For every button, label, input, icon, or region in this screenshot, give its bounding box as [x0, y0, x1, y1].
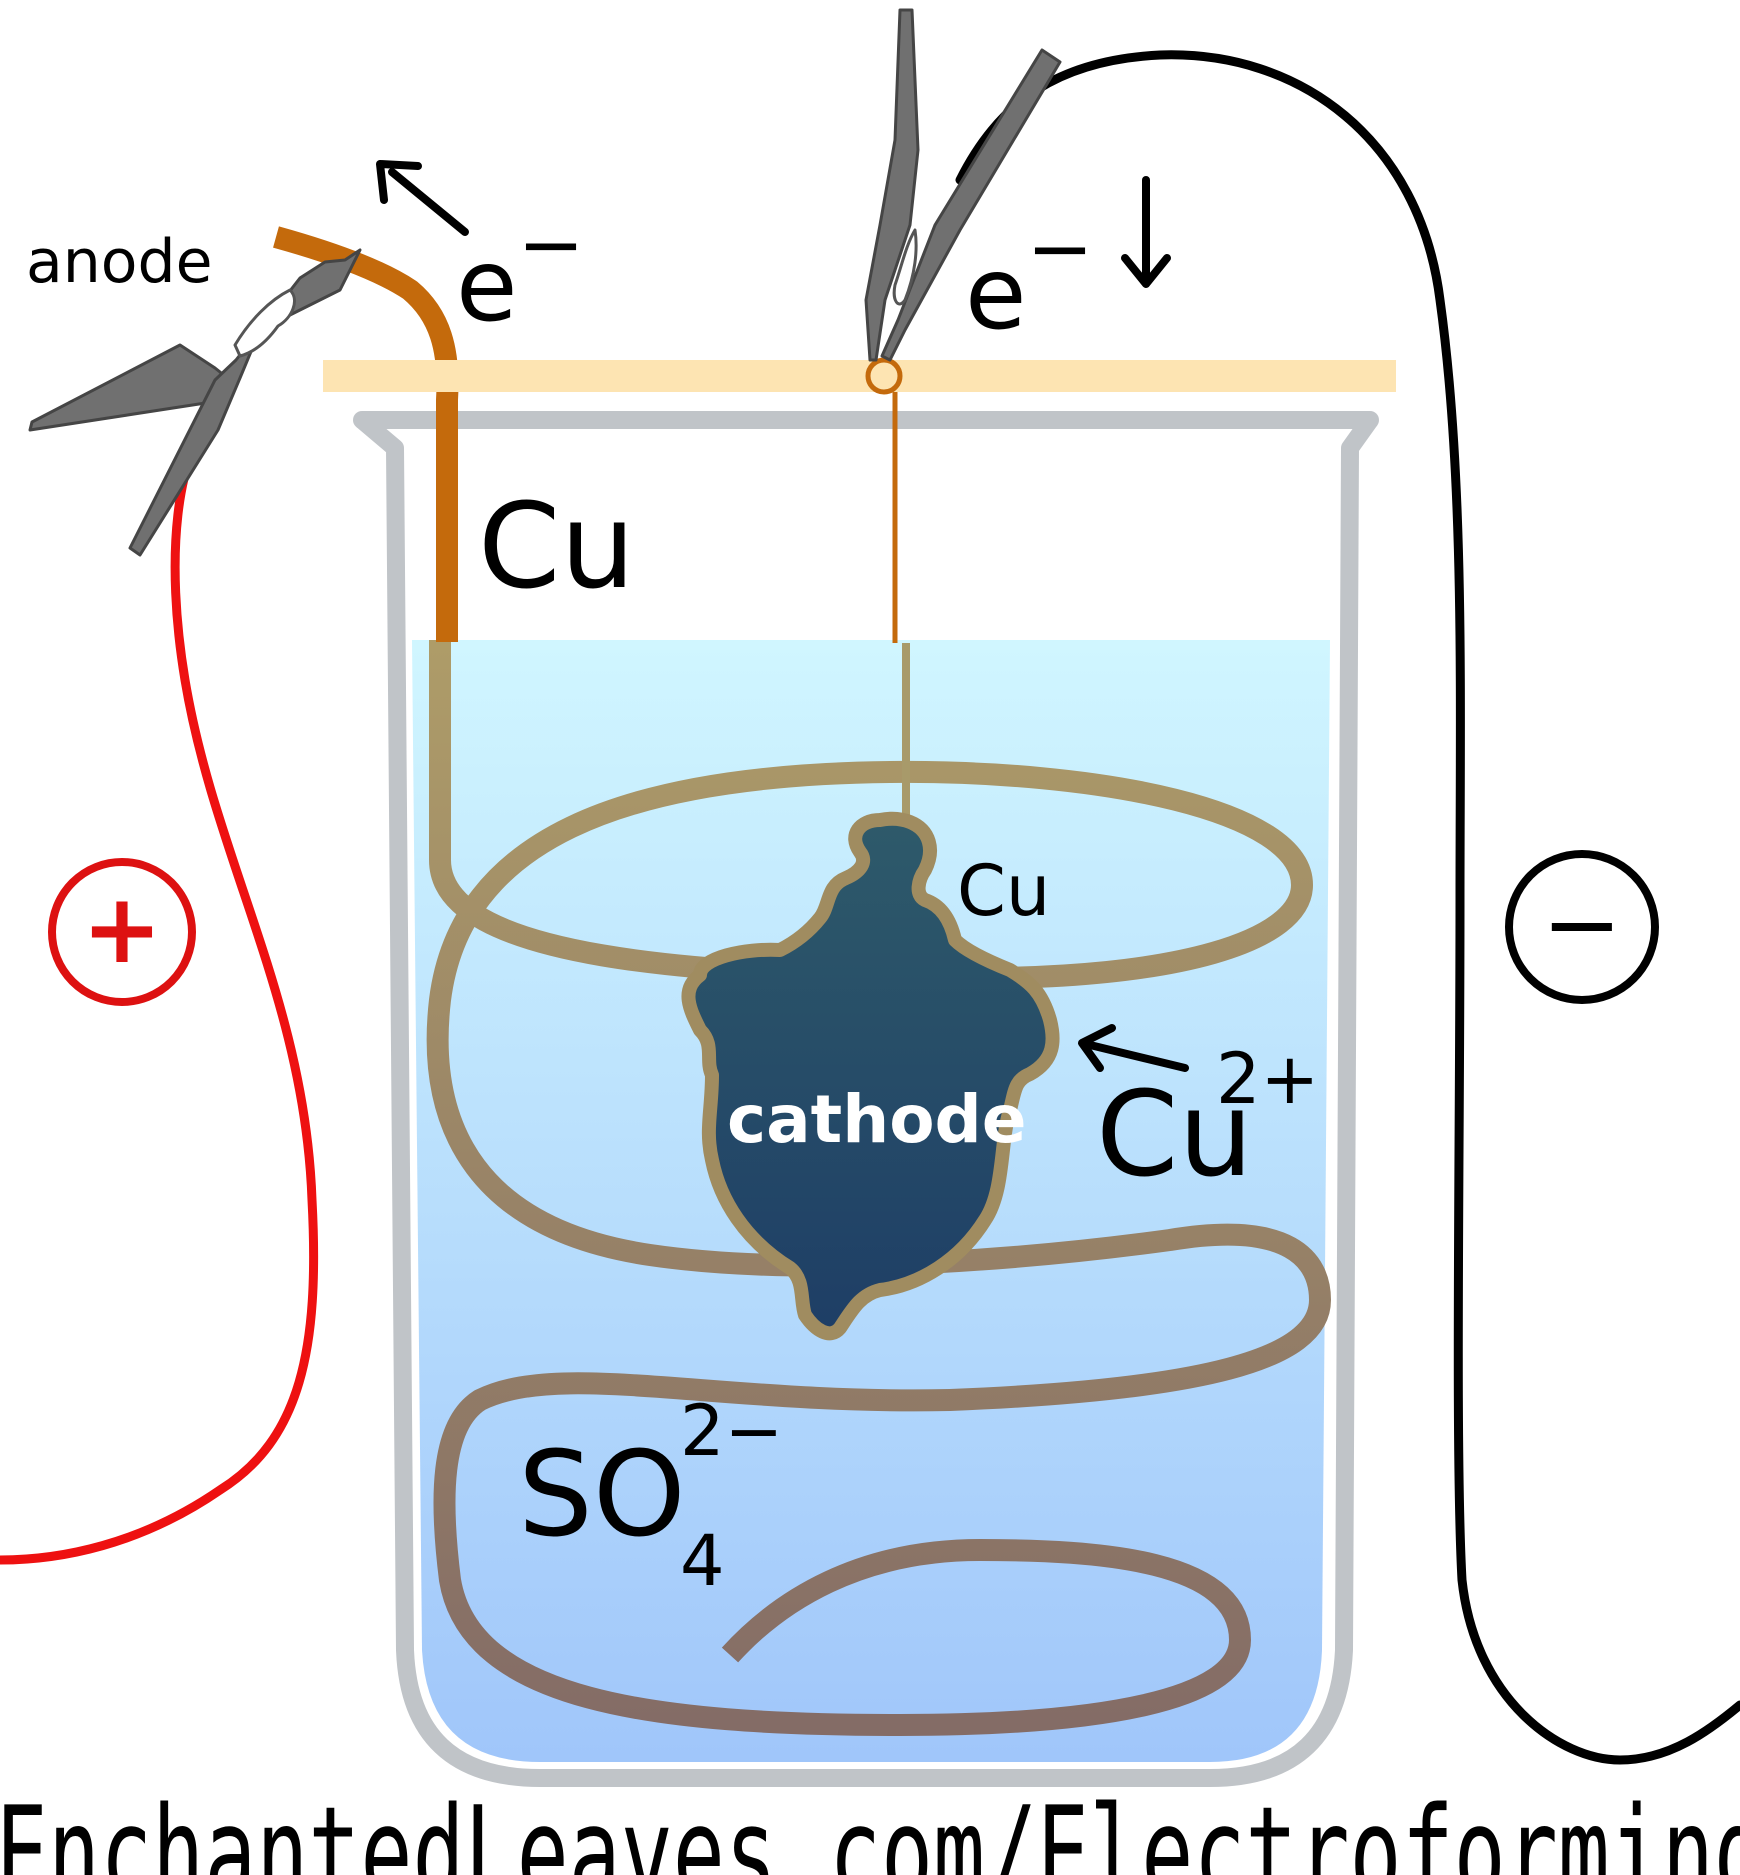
- copper-deposit-label: Cu: [957, 850, 1050, 932]
- electron-symbol-right: e: [965, 235, 1027, 352]
- sulfate-symbol: SO: [518, 1425, 686, 1563]
- copper-anode-label: Cu: [478, 477, 635, 615]
- electron-flow-arrow-left: [376, 160, 469, 236]
- sulfate-subscript: 4: [680, 1520, 725, 1602]
- beaker: [356, 413, 1378, 1787]
- cathode-label: cathode: [727, 1081, 1027, 1158]
- negative-terminal: −: [1505, 850, 1659, 1004]
- electron-charge-right: −: [1027, 202, 1094, 295]
- copper-ion-charge: 2+: [1216, 1038, 1319, 1120]
- copper-ion-migration-arrow: [1078, 1024, 1189, 1072]
- minus-sign: −: [1542, 868, 1622, 980]
- anode-clip: [28, 248, 362, 557]
- support-bar: [323, 360, 1396, 392]
- positive-terminal: +: [48, 858, 196, 1006]
- positive-wire: [0, 405, 319, 1565]
- copper-ion-symbol: Cu: [1096, 1065, 1253, 1203]
- electron-charge-left: −: [518, 198, 585, 291]
- plus-sign: +: [82, 873, 162, 985]
- copper-anode-coil: [426, 640, 1331, 1736]
- copper-ion-label: Cu2+: [1096, 1038, 1319, 1203]
- electron-flow-arrow-right: [1121, 176, 1171, 288]
- electron-symbol-left: e: [456, 227, 518, 344]
- sulfate-ion-label: SO2− 4: [518, 1390, 783, 1602]
- negative-wire: [955, 50, 1740, 1765]
- cathode-clip: [864, 8, 1062, 362]
- electron-label-right: e−: [965, 202, 1094, 352]
- electron-label-left: e−: [456, 198, 585, 344]
- cathode-object: [681, 811, 1060, 1341]
- sulfate-charge: 2−: [680, 1390, 783, 1472]
- footer-url: EnchantedLeaves.com/Electroforming: [0, 1780, 1740, 1875]
- anode-label: anode: [26, 227, 213, 297]
- cathode-wire-loop: [865, 357, 903, 395]
